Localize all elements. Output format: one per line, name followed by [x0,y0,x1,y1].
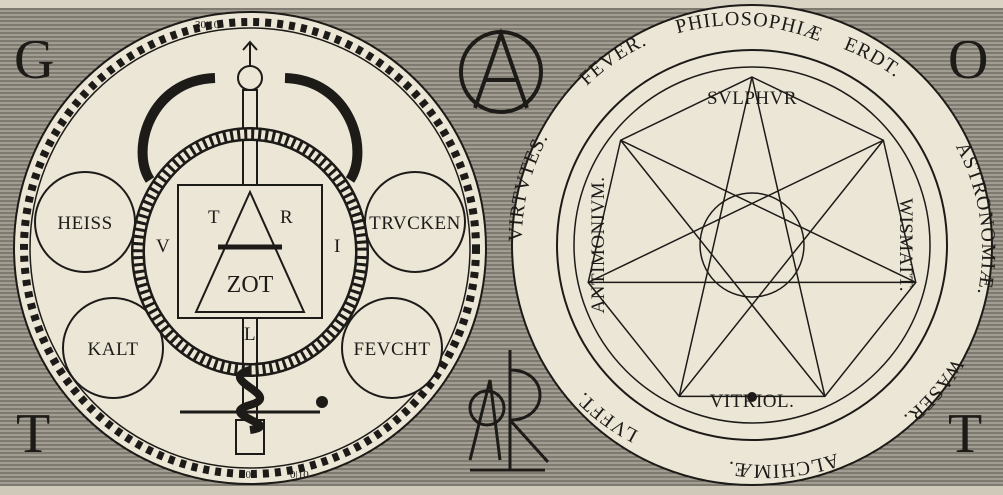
inner-circle [699,192,805,298]
element-circle-kalt [62,297,164,399]
square [177,184,323,319]
border-number: 0|10 [290,469,309,481]
serpent-ring [131,73,369,434]
label-wismatt: WISMATT. [895,198,916,292]
element-kalt: KALT [88,339,139,360]
corner-letter-t-right: T [948,403,982,465]
square-letter-r: R [280,207,293,228]
corner-letter-g: G [14,29,54,91]
square-letter-i: I [334,236,341,257]
border-number: 20 [240,469,252,481]
label-vitriol: VITRIOL. [710,391,795,412]
square-letter-v: V [156,236,170,257]
corner-letter-o: O [948,29,988,91]
bottom-monogram [468,350,550,472]
square-letter-t: T [208,207,220,228]
corner-letter-t-left: T [16,403,50,465]
border-number: 30|10 [195,19,220,31]
center-word-zot: ZOT [227,272,274,298]
element-heiss: HEISS [57,213,112,234]
triangle [194,189,306,313]
element-circle-feucht [341,297,443,399]
label-antimonium: ANTIMONIVM. [588,177,609,314]
left-emblem: 30|10 20 0|10 HEISS TRVCKEN KALT FEVCHT [13,11,487,485]
element-feucht: FEVCHT [354,339,431,360]
square-letter-l: L [244,324,256,345]
label-sulphur: SVLPHVR [707,88,797,109]
top-monogram [459,27,543,114]
heptagram [587,76,917,397]
element-trucken: TRVCKEN [369,213,461,234]
